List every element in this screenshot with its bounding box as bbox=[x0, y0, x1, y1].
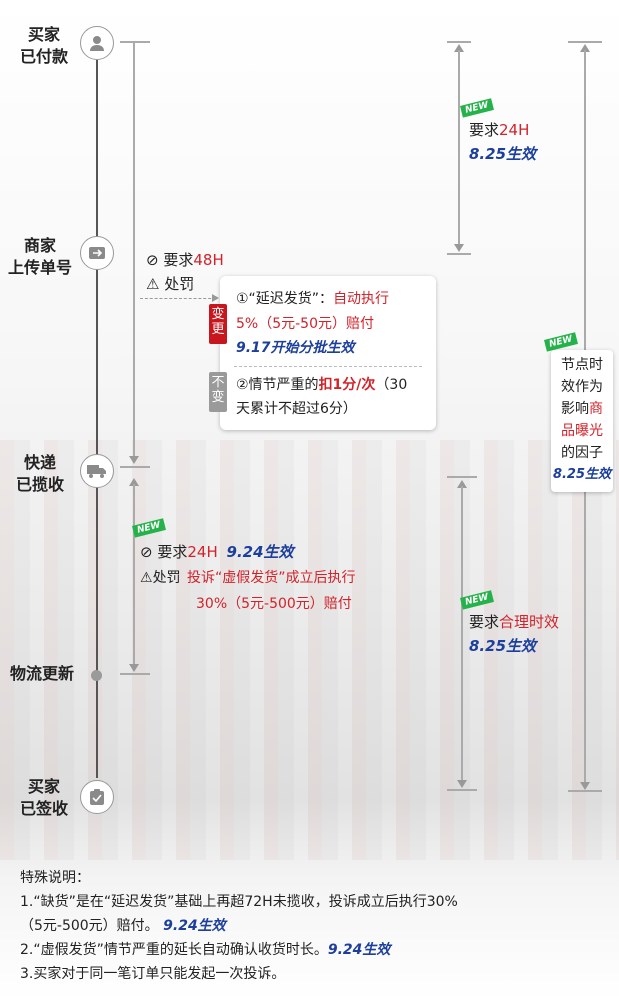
timeline-main-line bbox=[96, 60, 98, 778]
dashed-connector bbox=[140, 298, 216, 299]
node-label-logistics-update: 物流更新 bbox=[9, 664, 74, 683]
new-badge-right-top: NEW bbox=[460, 98, 494, 118]
note-1-line2: （5元-500元）赔付。 9.24生效 bbox=[20, 918, 226, 934]
prohibit-icon: ⊘ bbox=[140, 543, 153, 561]
special-notes: 特殊说明： 1.“缺货”是在“延迟发货”基础上再超72H未揽收，投诉成立后执行3… bbox=[20, 866, 610, 986]
warning-icon: ⚠ bbox=[146, 275, 160, 293]
notes-title: 特殊说明： bbox=[20, 870, 90, 886]
span2-arrow-up bbox=[129, 478, 139, 486]
tag-changed: 变更 bbox=[209, 304, 227, 344]
node-label-buyer-signed: 买家已签收 bbox=[19, 777, 68, 818]
note-2: 2.“虚假发货”情节严重的延长自动确认收货时长。9.24生效 bbox=[20, 942, 391, 958]
card-item1-effective: 9.17开始分批生效 bbox=[236, 340, 355, 356]
card-divider bbox=[234, 366, 422, 367]
tag-unchanged: 不变 bbox=[209, 372, 227, 412]
r3-line bbox=[461, 486, 463, 784]
span1-arrow-down bbox=[129, 456, 139, 464]
collect-requirement: ⊘ 要求24H 9.24生效 bbox=[140, 543, 294, 561]
r2-bottom-tick bbox=[568, 790, 602, 792]
prohibit-icon: ⊘ bbox=[146, 251, 159, 269]
r2-top-tick bbox=[568, 41, 602, 43]
span1-line bbox=[133, 41, 135, 461]
node-label-courier-collected: 快递已揽收 bbox=[15, 453, 64, 494]
r1-line bbox=[458, 50, 460, 246]
card-item2-line1: ②情节严重的扣1分/次（30 bbox=[236, 377, 408, 393]
penalty-details-card: ①“延迟发货”：自动执行 5%（5元-50元）赔付 9.17开始分批生效 ②情节… bbox=[220, 276, 436, 430]
note-1-line1: 1.“缺货”是在“延迟发货”基础上再超72H未揽收，投诉成立后执行30% bbox=[20, 894, 458, 910]
upload-penalty: ⚠ 处罚 bbox=[146, 275, 195, 293]
card-item2-line2: 天累计不超过6分） bbox=[236, 401, 357, 417]
note-3: 3.买家对于同一笔订单只能发起一次投诉。 bbox=[20, 966, 286, 982]
r2-arrow-up bbox=[580, 44, 590, 52]
r1-bottom-tick bbox=[447, 253, 471, 255]
card-item1-line1: ①“延迟发货”：自动执行 bbox=[236, 291, 390, 307]
right-bottom-effective: 8.25生效 bbox=[469, 637, 537, 655]
user-icon bbox=[80, 26, 114, 60]
span2-bottom-tick bbox=[120, 673, 150, 675]
r1-top-tick bbox=[447, 41, 471, 43]
logistics-update-dot bbox=[91, 670, 102, 681]
r1-arrow-down bbox=[454, 244, 464, 252]
clipboard-check-icon bbox=[80, 780, 114, 814]
r2-arrow-down bbox=[580, 782, 590, 790]
right-top-requirement: 要求24H bbox=[469, 121, 530, 139]
card-item1-line2: 5%（5元-50元）赔付 bbox=[236, 316, 374, 332]
span1-top-tick bbox=[120, 41, 150, 43]
node-label-merchant-upload: 商家上传单号 bbox=[7, 236, 72, 277]
connector-arrowhead bbox=[212, 294, 219, 302]
r1-arrow-up bbox=[454, 44, 464, 52]
collect-penalty: ⚠处罚 投诉“虚假发货”成立后执行 bbox=[140, 570, 356, 586]
r3-arrow-down bbox=[457, 780, 467, 788]
right-bottom-requirement: 要求合理时效 bbox=[469, 613, 560, 631]
r3-bottom-tick bbox=[447, 789, 477, 791]
upload-icon bbox=[80, 236, 114, 270]
r3-arrow-up bbox=[457, 480, 467, 488]
collect-penalty-line2: 30%（5元-500元）赔付 bbox=[196, 596, 352, 612]
span2-arrow-down bbox=[129, 664, 139, 672]
span2-line bbox=[133, 484, 135, 670]
warning-icon: ⚠ bbox=[140, 570, 153, 586]
upload-requirement: ⊘ 要求48H bbox=[146, 251, 224, 269]
node-label-buyer-paid: 买家已付款 bbox=[19, 25, 68, 66]
exposure-factor-box: 节点时 效作为 影响商 品曝光 的因子 8.25生效 bbox=[551, 350, 613, 492]
span1-bottom-tick bbox=[120, 466, 150, 468]
r3-top-tick bbox=[447, 476, 477, 478]
new-badge-right-side: NEW bbox=[544, 332, 578, 352]
truck-icon bbox=[80, 454, 114, 488]
right-top-effective: 8.25生效 bbox=[469, 145, 537, 163]
